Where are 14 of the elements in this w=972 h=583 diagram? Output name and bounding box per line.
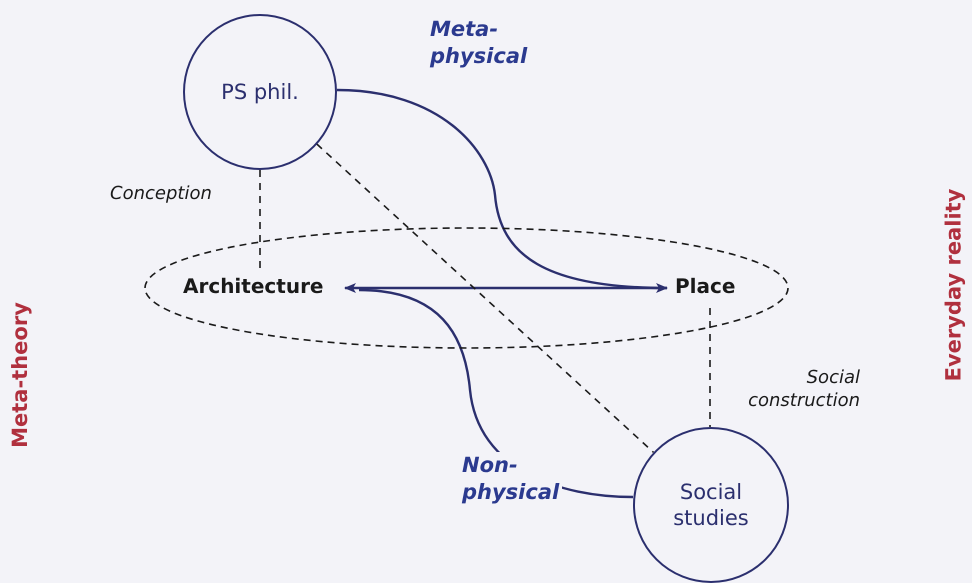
dashed-ellipse — [143, 226, 790, 350]
node-label: Social studies — [672, 478, 750, 532]
node-label: Architecture — [183, 274, 337, 302]
axis-label: Meta-theory — [8, 302, 32, 448]
circle-node — [633, 427, 789, 583]
dashed-line — [709, 308, 711, 427]
axis-label: Everyday reality — [940, 188, 965, 382]
dashed-line — [316, 143, 654, 453]
edge-label: Conception — [110, 182, 212, 206]
double-arrow — [344, 283, 668, 293]
node-label: PS phil. — [221, 78, 299, 106]
curved-line — [336, 88, 668, 290]
circle-node — [183, 14, 337, 170]
node-label: Place — [675, 274, 741, 302]
